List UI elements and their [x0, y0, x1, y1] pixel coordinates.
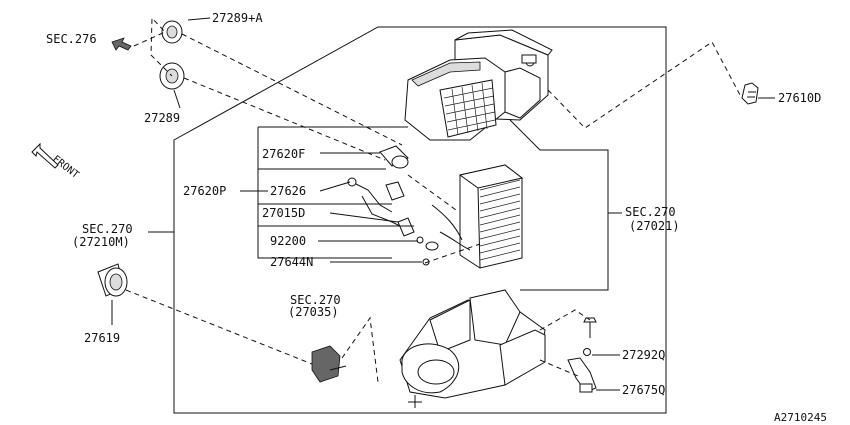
screw-27292q [583, 317, 597, 356]
label-92200: 92200 [270, 234, 306, 248]
duct-27619 [97, 263, 128, 297]
label-27610d: 27610D [778, 91, 821, 105]
leader-lines [111, 17, 775, 391]
front-arrow [31, 142, 59, 169]
lower-case-drawing [399, 289, 546, 408]
label-27675q: 27675Q [622, 383, 665, 397]
drawing-number: A2710245 [774, 411, 827, 424]
label-27292q: 27292Q [622, 348, 665, 362]
evaporator-core-drawing [431, 164, 524, 269]
label-27289: 27289 [144, 111, 180, 125]
label-27620p: 27620P [183, 184, 226, 198]
label-27620f: 27620F [262, 147, 305, 161]
label-27289a: 27289+A [212, 11, 263, 25]
valve-27626 [347, 177, 405, 213]
label-27644n: 27644N [270, 255, 313, 269]
label-sec270-right-sub: (27021) [629, 219, 680, 233]
blower-unit-drawing [404, 29, 553, 141]
label-sec270-mid: SEC.270 [290, 293, 341, 307]
label-27619: 27619 [84, 331, 120, 345]
bolt-27610d [741, 82, 759, 105]
arrow-sec276 [111, 37, 132, 51]
grommet-27289a [161, 20, 183, 44]
dashed-assembly-lines [125, 16, 741, 383]
label-sec270-right: SEC.270 [625, 205, 676, 219]
label-27015d: 27015D [262, 206, 305, 220]
label-27626: 27626 [270, 184, 306, 198]
resistor-27035 [311, 345, 347, 383]
label-sec270-left-sub: (27210M) [72, 235, 130, 249]
bracket-27675q [567, 357, 597, 393]
cap-27620f [379, 145, 409, 169]
label-sec270-left: SEC.270 [82, 222, 133, 236]
oring-92200 [416, 236, 439, 251]
label-sec270-mid-sub: (27035) [288, 305, 339, 319]
pipe-27015d [361, 195, 415, 237]
assembly-outline [173, 26, 667, 414]
label-sec276: SEC.276 [46, 32, 97, 46]
